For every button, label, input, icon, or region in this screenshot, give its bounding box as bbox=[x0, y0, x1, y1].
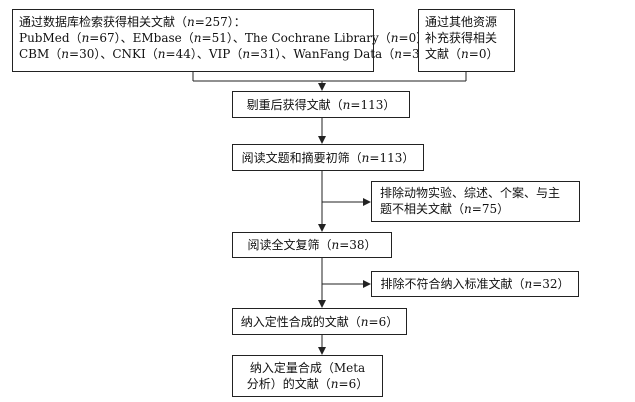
exclude-animal-review-box: 排除动物实验、综述、个案、与主 题不相关文献（n=75） bbox=[371, 181, 580, 222]
exclude-animal-review-line-2: 题不相关文献（n=75） bbox=[380, 202, 510, 216]
exclude-criteria-box: 排除不符合纳入标准文献（n=32） bbox=[371, 271, 579, 297]
search-other-line-3: 文献（n=0） bbox=[425, 47, 499, 61]
title-abstract-screen-label: 阅读文题和摘要初筛（n=113） bbox=[241, 150, 415, 165]
search-database-total: 通过数据库检索获得相关文献（n=257）： bbox=[19, 15, 246, 29]
search-database-sources-1: PubMed（n=67）、EMbase（n=51）、The Cochrane L… bbox=[19, 31, 434, 45]
dedup-label: 剔重后获得文献（n=113） bbox=[246, 97, 396, 112]
exclude-animal-review-line-1: 排除动物实验、综述、个案、与主 bbox=[380, 186, 561, 200]
search-other-line-2: 补充获得相关 bbox=[425, 31, 498, 45]
search-database-box: 通过数据库检索获得相关文献（n=257）： PubMed（n=67）、EMbas… bbox=[12, 9, 439, 72]
fulltext-screen-label: 阅读全文复筛（n=38） bbox=[247, 238, 377, 252]
search-database-sources-2: CBM（n=30）、CNKI（n=44）、VIP（n=31）、WanFang D… bbox=[19, 47, 439, 61]
qualitative-synthesis-box: 纳入定性合成的文献（n=6） bbox=[232, 308, 407, 335]
search-other-box: 通过其他资源 补充获得相关 文献（n=0） bbox=[418, 9, 515, 72]
fulltext-screen-box: 阅读全文复筛（n=38） bbox=[232, 232, 392, 258]
quantitative-synthesis-line-2: 分析）的文献（n=6） bbox=[246, 377, 369, 391]
search-other-line-1: 通过其他资源 bbox=[425, 15, 498, 29]
quantitative-synthesis-line-1: 纳入定量合成（Meta bbox=[249, 361, 366, 375]
exclude-criteria-label: 排除不符合纳入标准文献（n=32） bbox=[380, 277, 570, 291]
quantitative-synthesis-box: 纳入定量合成（Meta 分析）的文献（n=6） bbox=[232, 355, 383, 397]
title-abstract-screen-box: 阅读文题和摘要初筛（n=113） bbox=[232, 144, 424, 171]
qualitative-synthesis-label: 纳入定性合成的文献（n=6） bbox=[240, 314, 399, 329]
dedup-box: 剔重后获得文献（n=113） bbox=[232, 91, 410, 118]
